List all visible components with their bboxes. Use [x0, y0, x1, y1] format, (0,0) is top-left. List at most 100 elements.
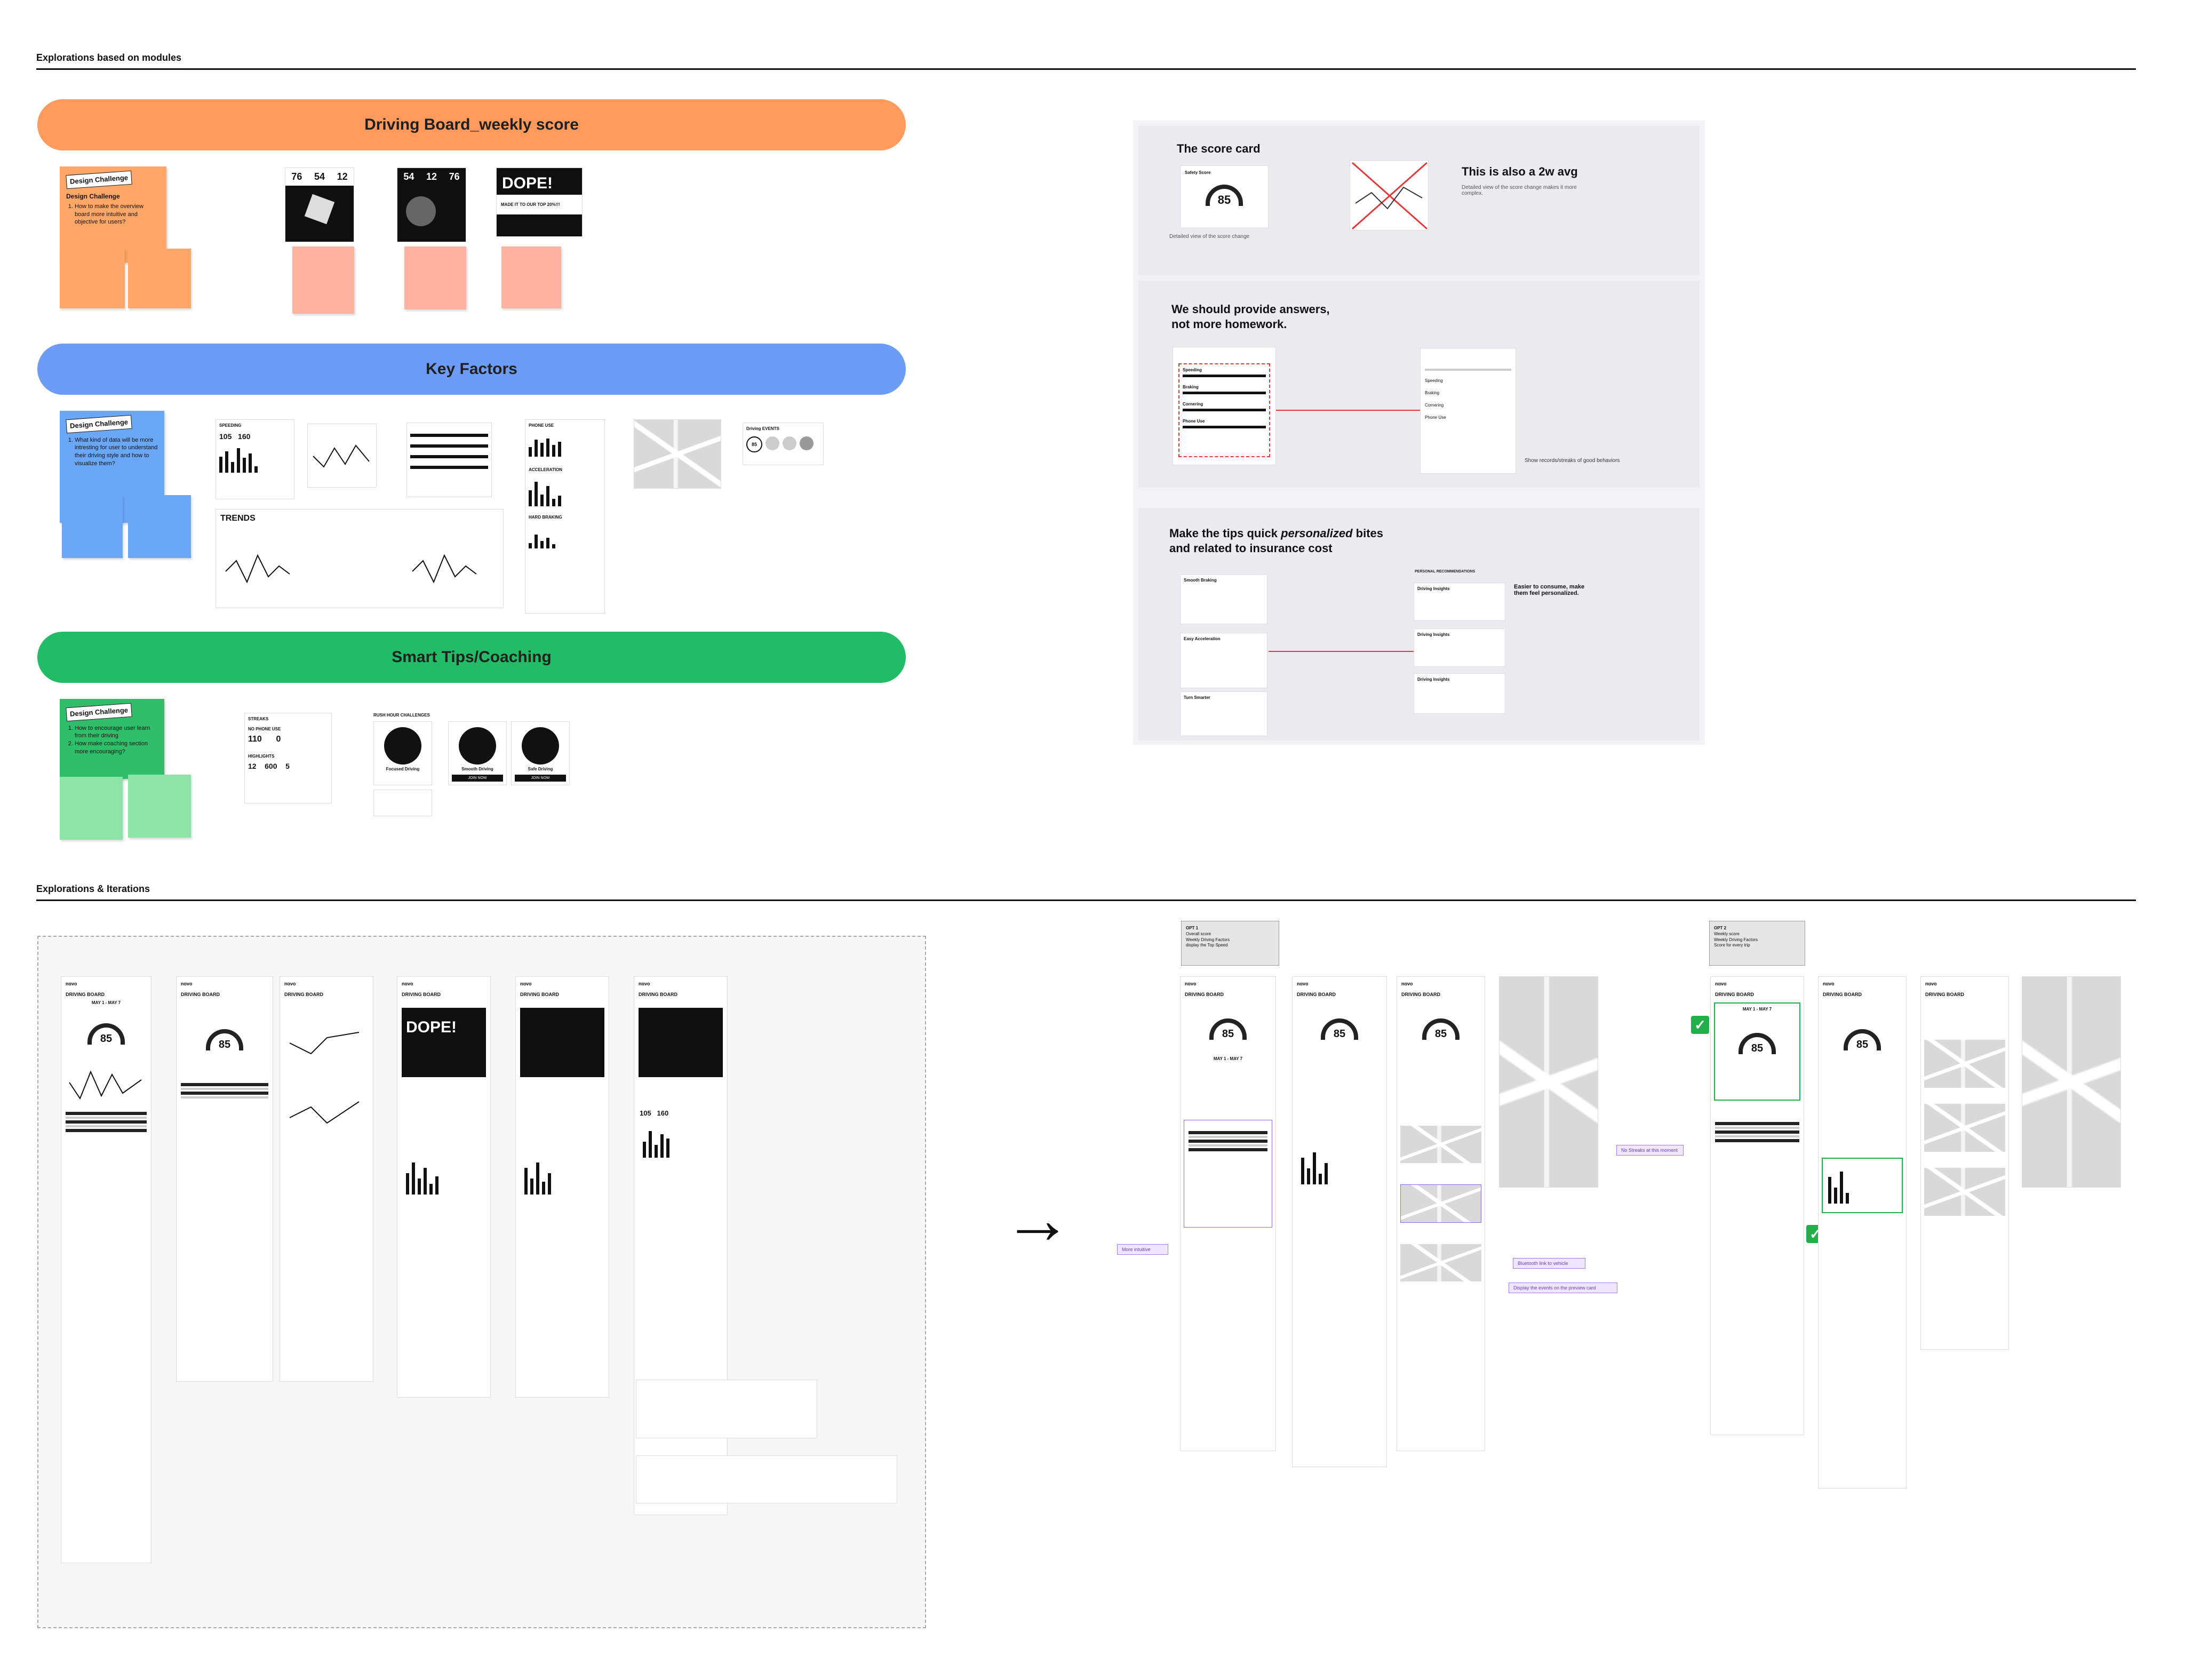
trip-trend-lines: [289, 1032, 360, 1124]
challenge-item: How to make the overview board more intu…: [75, 203, 160, 227]
note-sticky: [60, 777, 123, 840]
banner-label: Smart Tips/Coaching: [392, 648, 552, 666]
highlight-value: 5: [285, 762, 290, 770]
badge-description-card: [373, 790, 432, 816]
note-sticky: [404, 246, 466, 309]
badge-icon: [522, 727, 559, 765]
design-challenge-sticky-driving: Design Challenge Design Challenge How to…: [60, 166, 166, 262]
phone-mockup: nɑvo DRIVING BOARD DOPE!: [397, 976, 491, 1398]
factor-breakdown-card: Speeding Braking Cornering Phone Use: [1173, 347, 1276, 465]
dark-bubble-card: [520, 1008, 604, 1077]
phone-title: DRIVING BOARD: [1715, 992, 1755, 997]
score-value: 85: [100, 1033, 113, 1045]
phone-mockup: nɑvo DRIVING BOARD MAY 1 - MAY 7 85: [1710, 976, 1804, 1435]
dope-text: DOPE!: [406, 1018, 457, 1036]
score-gauge: [1209, 1018, 1247, 1040]
answers-title-line: We should provide answers,: [1171, 302, 1330, 316]
join-now-button[interactable]: JOIN NOW: [452, 775, 503, 782]
factor-bars: [1301, 1147, 1378, 1184]
tip-title: Smooth Braking: [1184, 578, 1217, 583]
phone-title: DRIVING BOARD: [520, 992, 560, 997]
card-subtitle: NO PHONE USE: [248, 727, 281, 731]
phone-use-bars: [529, 435, 601, 457]
tips-row-card: [636, 1455, 897, 1503]
opt-line: Overall score: [1186, 931, 1211, 936]
note-sticky: [292, 246, 354, 314]
card-bubble: [406, 196, 436, 226]
speed-value: 105: [219, 432, 232, 441]
opt1-note: OPT 1 Overall score Weekly Driving Facto…: [1181, 921, 1279, 966]
score-gauge: [1206, 185, 1243, 206]
challenge-item: How make coaching section more encouragi…: [75, 740, 158, 756]
tip-card: Easy Acceleration: [1180, 633, 1267, 688]
phone-mockup: nɑvo DRIVING BOARD: [1920, 976, 2009, 1350]
card-title: Driving EVENTS: [746, 426, 779, 431]
phone-mockup: nɑvo DRIVING BOARD 85: [1397, 976, 1485, 1451]
trends-charts: [225, 554, 477, 584]
phone-title: DRIVING BOARD: [402, 992, 441, 997]
trip-map: [1924, 1168, 2005, 1216]
crossed-out-card: [1350, 160, 1429, 230]
app-logo: nɑvo: [1715, 981, 1727, 986]
card-title: ACCELERATION: [529, 467, 562, 472]
insight-card: Driving Insights: [1414, 673, 1505, 714]
map-screen: [1499, 976, 1598, 1188]
score-gauge: [1739, 1033, 1776, 1054]
note-sticky: [62, 496, 123, 558]
trend-line: [69, 1070, 142, 1100]
badge-icon: [384, 727, 421, 765]
weekly-score-highlight: MAY 1 - MAY 7 85: [1714, 1002, 1800, 1101]
badge-card-safe: Safe Driving JOIN NOW: [511, 721, 570, 785]
app-logo: nɑvo: [1823, 981, 1835, 986]
phone-title: DRIVING BOARD: [1401, 992, 1441, 997]
insight-title: Driving Insights: [1417, 677, 1450, 682]
card-sub: MADE IT TO OUR TOP 20%!!!: [497, 195, 582, 214]
highlight-value: 600: [265, 762, 277, 770]
trip-map-card: [634, 419, 721, 489]
tips-caption: Easier to consume, make them feel person…: [1514, 584, 1585, 596]
app-logo: nɑvo: [66, 981, 77, 986]
acceleration-bars: [406, 1157, 482, 1195]
card-value: 54: [314, 171, 325, 182]
score-value: 85: [1217, 193, 1231, 206]
app-logo: nɑvo: [639, 981, 650, 986]
connector-arrow: [1276, 410, 1420, 411]
score-card-title: The score card: [1177, 142, 1261, 155]
factor-bars: [1828, 1166, 1896, 1204]
card-title: STREAKS: [248, 716, 269, 721]
acceleration-bars: [529, 480, 601, 506]
tips-title-part: bites: [1352, 527, 1384, 540]
card-title: HARD BRAKING: [529, 515, 562, 520]
speed-value: 160: [238, 432, 251, 441]
speed-bars: [643, 1126, 719, 1158]
braking-bars: [529, 527, 601, 548]
phone-mockup: nɑvo DRIVING BOARD 85: [1292, 976, 1387, 1467]
driving-card-3: DOPE! MADE IT TO OUR TOP 20%!!!: [496, 168, 583, 237]
factor-item: Speeding: [1183, 368, 1202, 372]
phone-title: DRIVING BOARD: [66, 992, 105, 997]
factor-item: Cornering: [1183, 402, 1203, 407]
card-title: PHONE USE: [529, 423, 554, 428]
opt-title: OPT 2: [1714, 926, 1727, 930]
factor-list-card: [406, 423, 492, 497]
app-logo: nɑvo: [1925, 981, 1937, 986]
driving-events-card: Driving EVENTS 85: [743, 423, 824, 465]
speed-value: 160: [657, 1109, 669, 1117]
phone-title: DRIVING BOARD: [284, 992, 324, 997]
opt-title: OPT 1: [1186, 926, 1199, 930]
dope-card: DOPE!: [402, 1008, 486, 1077]
cross-mark: [1352, 162, 1428, 230]
score-value: 85: [1333, 1028, 1346, 1040]
badge-icon: [459, 727, 496, 765]
score-label: Safety Score: [1185, 170, 1211, 175]
trends-card: TRENDS: [216, 509, 504, 608]
design-challenge-tag: Design Challenge: [66, 170, 132, 189]
insight-title: Driving Insights: [1417, 632, 1450, 637]
banner-key-factors: Key Factors: [37, 344, 906, 395]
trip-map: [1400, 1244, 1481, 1281]
tip-title: Easy Acceleration: [1184, 636, 1221, 641]
app-logo: nɑvo: [1401, 981, 1413, 986]
phone-mockup: nɑvo DRIVING BOARD 85: [1818, 976, 1907, 1488]
join-now-button[interactable]: JOIN NOW: [515, 775, 566, 782]
trend-line: [313, 444, 370, 468]
